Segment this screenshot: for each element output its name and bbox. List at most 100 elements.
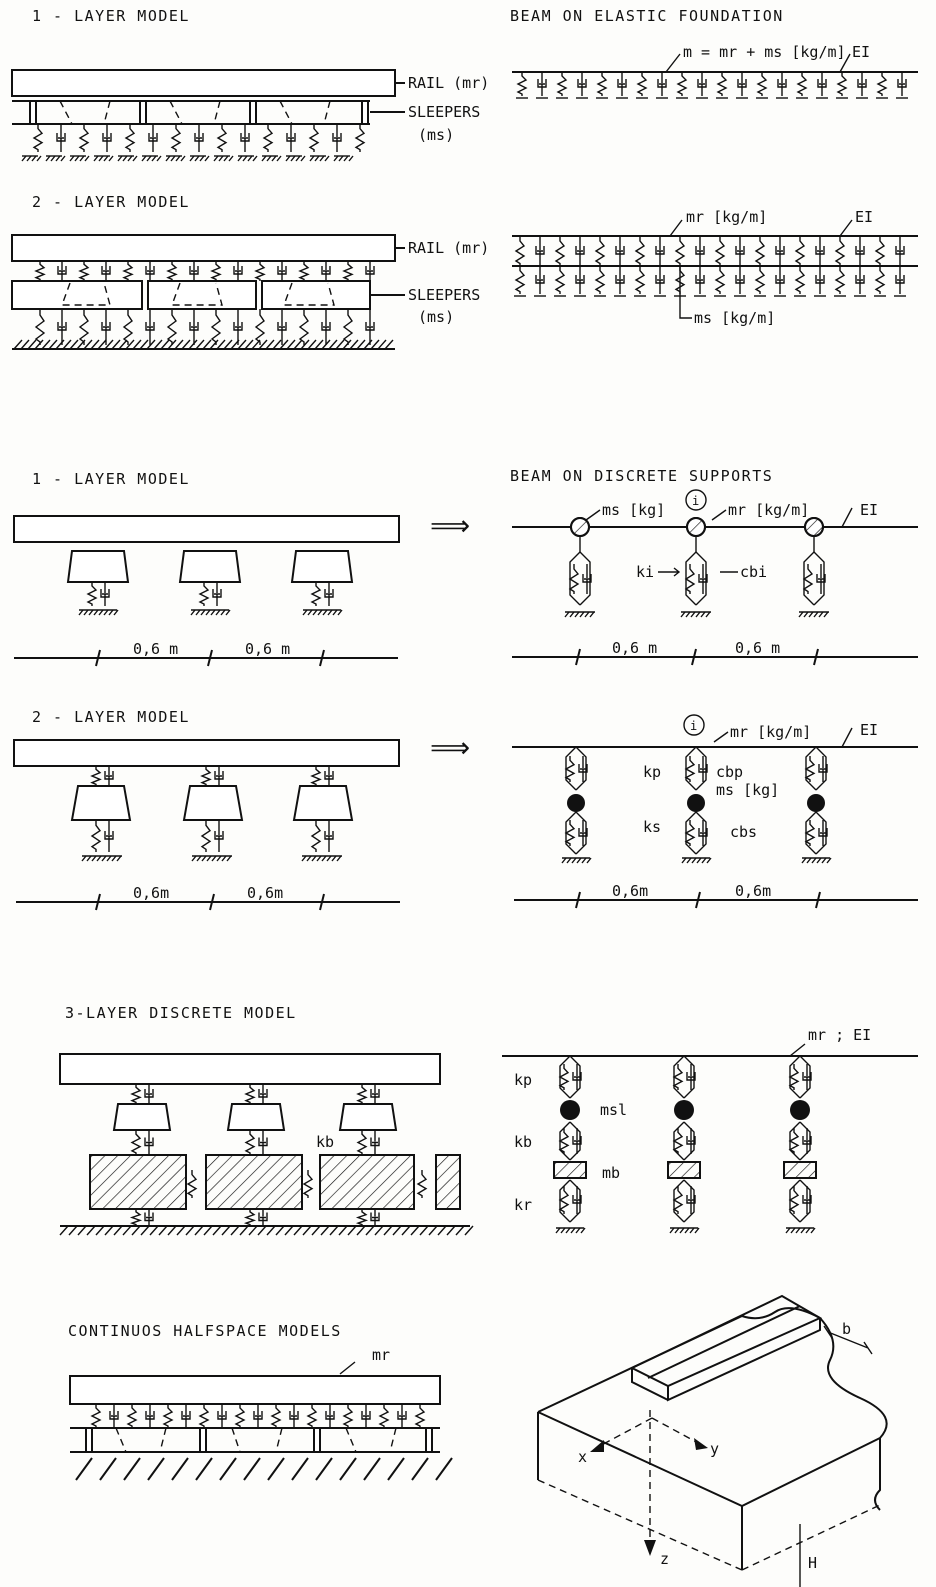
s3-sleepers	[66, 550, 354, 583]
damper-icon	[802, 1064, 812, 1090]
spring-icon	[672, 1064, 684, 1090]
damper-icon	[57, 309, 67, 345]
damper-icon	[855, 236, 865, 266]
spring-icon	[788, 1128, 800, 1154]
s5-discrete-supports	[553, 1055, 817, 1234]
s1-beam-foundation-springs	[516, 72, 908, 99]
spring-icon	[558, 1064, 570, 1090]
damper-icon	[332, 124, 342, 152]
s1-ei-label: EI	[852, 43, 870, 61]
damper-icon	[698, 820, 708, 846]
damper-icon	[686, 1186, 696, 1214]
s2-pad-springs	[34, 261, 375, 281]
s6-depth-h: H	[808, 1554, 817, 1572]
s1-leaders	[370, 82, 405, 113]
ground-hatch	[785, 1227, 816, 1234]
spring-icon	[78, 124, 90, 152]
s3-rail-bar	[13, 515, 400, 543]
damper-icon	[144, 1209, 154, 1226]
s4-mr-leader	[713, 731, 729, 743]
ground-hatch	[59, 1225, 474, 1236]
spring-icon	[834, 266, 846, 294]
spring-icon	[788, 1064, 800, 1090]
damper-icon	[686, 1064, 696, 1090]
ground-hatch	[69, 155, 90, 162]
damper-icon	[101, 309, 111, 345]
s1-sleepers-label: SLEEPERS	[408, 103, 480, 121]
spring-icon	[186, 1170, 198, 1198]
s4-node-circle	[683, 714, 705, 736]
s4r-spacing-left: 0,6m	[612, 882, 648, 900]
spring-icon	[416, 1170, 428, 1198]
s1-foundation-springs	[21, 124, 366, 162]
s3-sleeper-supports	[78, 582, 343, 616]
spring-icon	[804, 820, 816, 846]
damper-icon	[698, 564, 708, 594]
spring-icon	[378, 1404, 390, 1428]
damper-icon	[735, 236, 745, 266]
damper-icon	[686, 1128, 696, 1154]
s6-axis-z: z	[660, 1550, 669, 1568]
damper-icon	[57, 261, 67, 281]
s6-mr-leader	[339, 1361, 356, 1375]
sleeper-mass-dot	[560, 1100, 580, 1120]
spring-icon	[836, 72, 848, 96]
s2-sleeper-mass: ms [kg/m]	[694, 309, 775, 327]
spring-icon	[122, 261, 134, 281]
spring-icon	[342, 1404, 354, 1428]
damper-icon	[897, 72, 907, 96]
s4-ei-leader	[841, 727, 853, 748]
spring-icon	[834, 236, 846, 266]
s2-rail-label: RAIL (mr)	[408, 239, 489, 257]
spring-icon	[124, 124, 136, 152]
spring-icon	[342, 261, 354, 281]
s3-dim-ticks	[95, 649, 325, 667]
spring-icon	[78, 261, 90, 281]
spring-icon	[554, 266, 566, 294]
s1-ei-leader	[839, 53, 851, 73]
s1-rail-bar	[11, 69, 396, 97]
damper-icon	[777, 72, 787, 96]
s5-mb-label: mb	[602, 1164, 620, 1182]
s5-kr-label: kr	[514, 1196, 532, 1214]
damper-icon	[578, 756, 588, 782]
ground-hatch	[213, 155, 234, 162]
spring-icon	[126, 1404, 138, 1428]
sleeper-mass-dot	[807, 794, 825, 812]
sleeper-mass-dot	[567, 794, 585, 812]
spring-icon	[356, 1130, 368, 1155]
s3-right-title: BEAM ON DISCRETE SUPPORTS	[510, 467, 773, 485]
damper-icon	[775, 266, 785, 294]
damper-icon	[277, 309, 287, 345]
spring-icon	[90, 820, 102, 852]
s4-cbp-label: cbp	[716, 763, 743, 781]
damper-icon	[214, 766, 224, 786]
spring-icon	[342, 309, 354, 345]
s4-kp-label: kp	[643, 763, 661, 781]
spring-icon	[270, 1404, 282, 1428]
ground-hatch	[21, 155, 42, 162]
damper-icon	[214, 820, 224, 852]
damper-icon	[233, 309, 243, 345]
spring-icon	[514, 266, 526, 294]
spring-icon	[716, 72, 728, 96]
damper-icon	[617, 72, 627, 96]
spring-icon	[794, 236, 806, 266]
ground-hatch	[285, 155, 306, 162]
ground-hatch	[165, 155, 186, 162]
s3-cbi-label: cbi	[740, 563, 767, 581]
damper-icon	[572, 1186, 582, 1214]
s2-beam-pad-springs	[514, 236, 905, 266]
damper-icon	[240, 124, 250, 152]
s6-axis-x: x	[578, 1448, 587, 1466]
spring-icon	[874, 236, 886, 266]
spring-icon	[794, 266, 806, 294]
damper-icon	[101, 261, 111, 281]
s3-sleeper-mass: ms [kg]	[602, 501, 665, 519]
s5-kp-label: kp	[514, 1071, 532, 1089]
damper-icon	[657, 72, 667, 96]
support-frame	[789, 1179, 811, 1223]
ground-hatch	[191, 855, 232, 862]
damper-icon	[695, 236, 705, 266]
